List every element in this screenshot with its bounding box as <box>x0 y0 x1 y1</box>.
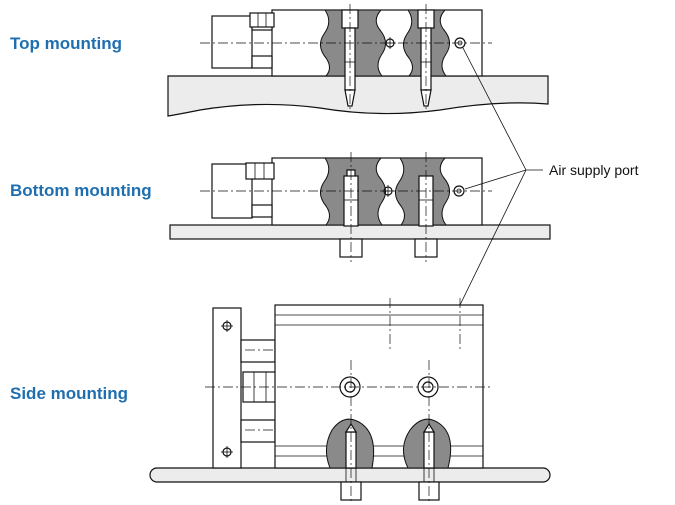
bottom-mounting-figure <box>169 152 551 262</box>
side-mounting-base-plate <box>149 467 551 483</box>
top-mounting-end-block <box>211 15 253 69</box>
top-mounting-base-plate <box>167 75 549 117</box>
side-mounting-end-plate <box>212 307 242 469</box>
bottom-mounting-label: Bottom mounting <box>10 181 152 200</box>
side-mounting-body <box>274 304 484 469</box>
top-mounting-label: Top mounting <box>10 34 123 53</box>
bottom-mounting-fitting <box>245 162 275 180</box>
air-supply-port-label: Air supply port <box>549 162 639 178</box>
side-mounting-figure <box>149 298 551 504</box>
top-mounting-fitting <box>249 12 275 28</box>
side-mounting-label: Side mounting <box>10 384 129 403</box>
top-mounting-figure <box>167 4 549 117</box>
air-supply-port-leaders <box>459 47 543 306</box>
